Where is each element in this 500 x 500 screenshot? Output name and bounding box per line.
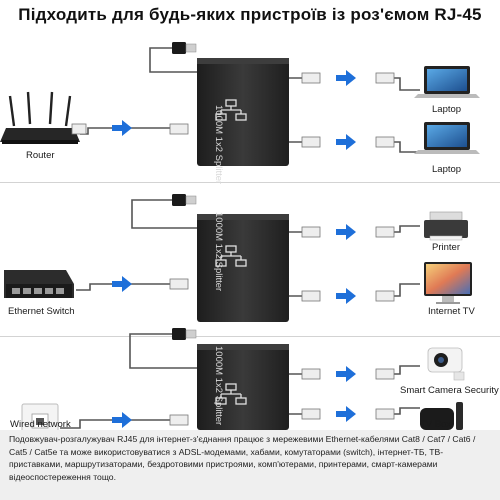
rj45-plug-icon <box>301 226 321 238</box>
internet-tv-icon <box>424 262 472 304</box>
splitter-device <box>197 344 289 430</box>
usb-power-cable <box>129 333 198 369</box>
rj45-plug-icon <box>169 123 189 135</box>
output-cable <box>390 283 420 297</box>
page-title: Підходить для будь-яких пристроїв із роз… <box>18 5 482 24</box>
description-panel: Подовжувач-розгалужувач RJ45 для інтерне… <box>0 430 500 500</box>
output-cable <box>390 225 420 233</box>
device-label-switch: Ethernet Switch <box>8 306 75 317</box>
direction-arrow-icon <box>112 120 132 136</box>
device-label-internet-tv: Internet TV <box>428 306 475 317</box>
network-icon <box>215 245 247 267</box>
laptop-icon <box>414 66 480 98</box>
direction-arrow-icon <box>336 224 356 240</box>
network-icon <box>215 99 247 121</box>
laptop-icon <box>414 122 480 154</box>
section-switch-printer-tv <box>4 194 472 322</box>
rj45-plug-icon <box>301 290 321 302</box>
splitter-device <box>197 58 289 166</box>
output-cable <box>390 141 420 153</box>
wall-socket-icon <box>21 403 59 430</box>
device-label-laptop: Laptop <box>432 164 462 175</box>
usb-plug-icon <box>172 194 197 206</box>
usb-plug-icon <box>172 328 197 340</box>
device-label-camera: Smart Camera Security <box>400 385 499 396</box>
security-camera-icon <box>427 347 465 381</box>
section-divider <box>0 336 500 337</box>
rj45-plug-icon <box>301 408 321 420</box>
direction-arrow-icon <box>336 406 356 422</box>
network-icon <box>215 383 247 405</box>
rj45-plug-icon <box>375 72 395 84</box>
usb-plug-icon <box>172 42 197 54</box>
diagram-canvas <box>0 42 480 430</box>
splitter-label: 1000M 1x2 Splitter <box>213 212 224 292</box>
splitter-device <box>197 214 289 322</box>
usb-power-cable <box>131 199 198 229</box>
rj45-plug-icon <box>375 408 395 420</box>
direction-arrow-icon <box>336 366 356 382</box>
direction-arrow-icon <box>112 276 132 292</box>
device-label-tv-box: TV Box <box>420 419 452 430</box>
section-wall-camera-tvbox <box>21 328 465 430</box>
splitter-label: 1000M 1x2 Splitter <box>213 105 224 185</box>
router-icon <box>0 91 80 144</box>
rj45-plug-icon <box>71 123 87 135</box>
splitter-label: 1000M 1x2 Splitter <box>213 346 224 426</box>
rj45-plug-icon <box>375 290 395 302</box>
printer-icon <box>424 211 468 241</box>
rj45-plug-icon <box>301 72 321 84</box>
rj45-plug-icon <box>375 226 395 238</box>
rj45-plug-icon <box>301 136 321 148</box>
rj45-plug-icon <box>375 136 395 148</box>
device-label-printer: Printer <box>432 242 460 253</box>
usb-power-cable <box>149 47 198 73</box>
description-text: Подовжувач-розгалужувач RJ45 для інтерне… <box>9 434 476 482</box>
rj45-plug-icon <box>169 278 189 290</box>
direction-arrow-icon <box>336 288 356 304</box>
direction-arrow-icon <box>112 412 132 428</box>
ethernet-switch-icon <box>4 270 74 298</box>
section-router-laptops <box>0 42 480 166</box>
direction-arrow-icon <box>336 134 356 150</box>
device-label-laptop: Laptop <box>432 104 462 115</box>
rj45-plug-icon <box>301 368 321 380</box>
tv-box-icon <box>420 402 463 430</box>
output-cable <box>390 407 420 415</box>
section-divider <box>0 182 500 183</box>
direction-arrow-icon <box>336 70 356 86</box>
output-cable <box>390 77 420 91</box>
rj45-plug-icon <box>169 414 189 426</box>
output-cable <box>390 365 420 375</box>
device-label-wired-network: Wired network <box>10 419 71 430</box>
rj45-plug-icon <box>375 368 395 380</box>
device-label-router: Router <box>26 150 55 161</box>
